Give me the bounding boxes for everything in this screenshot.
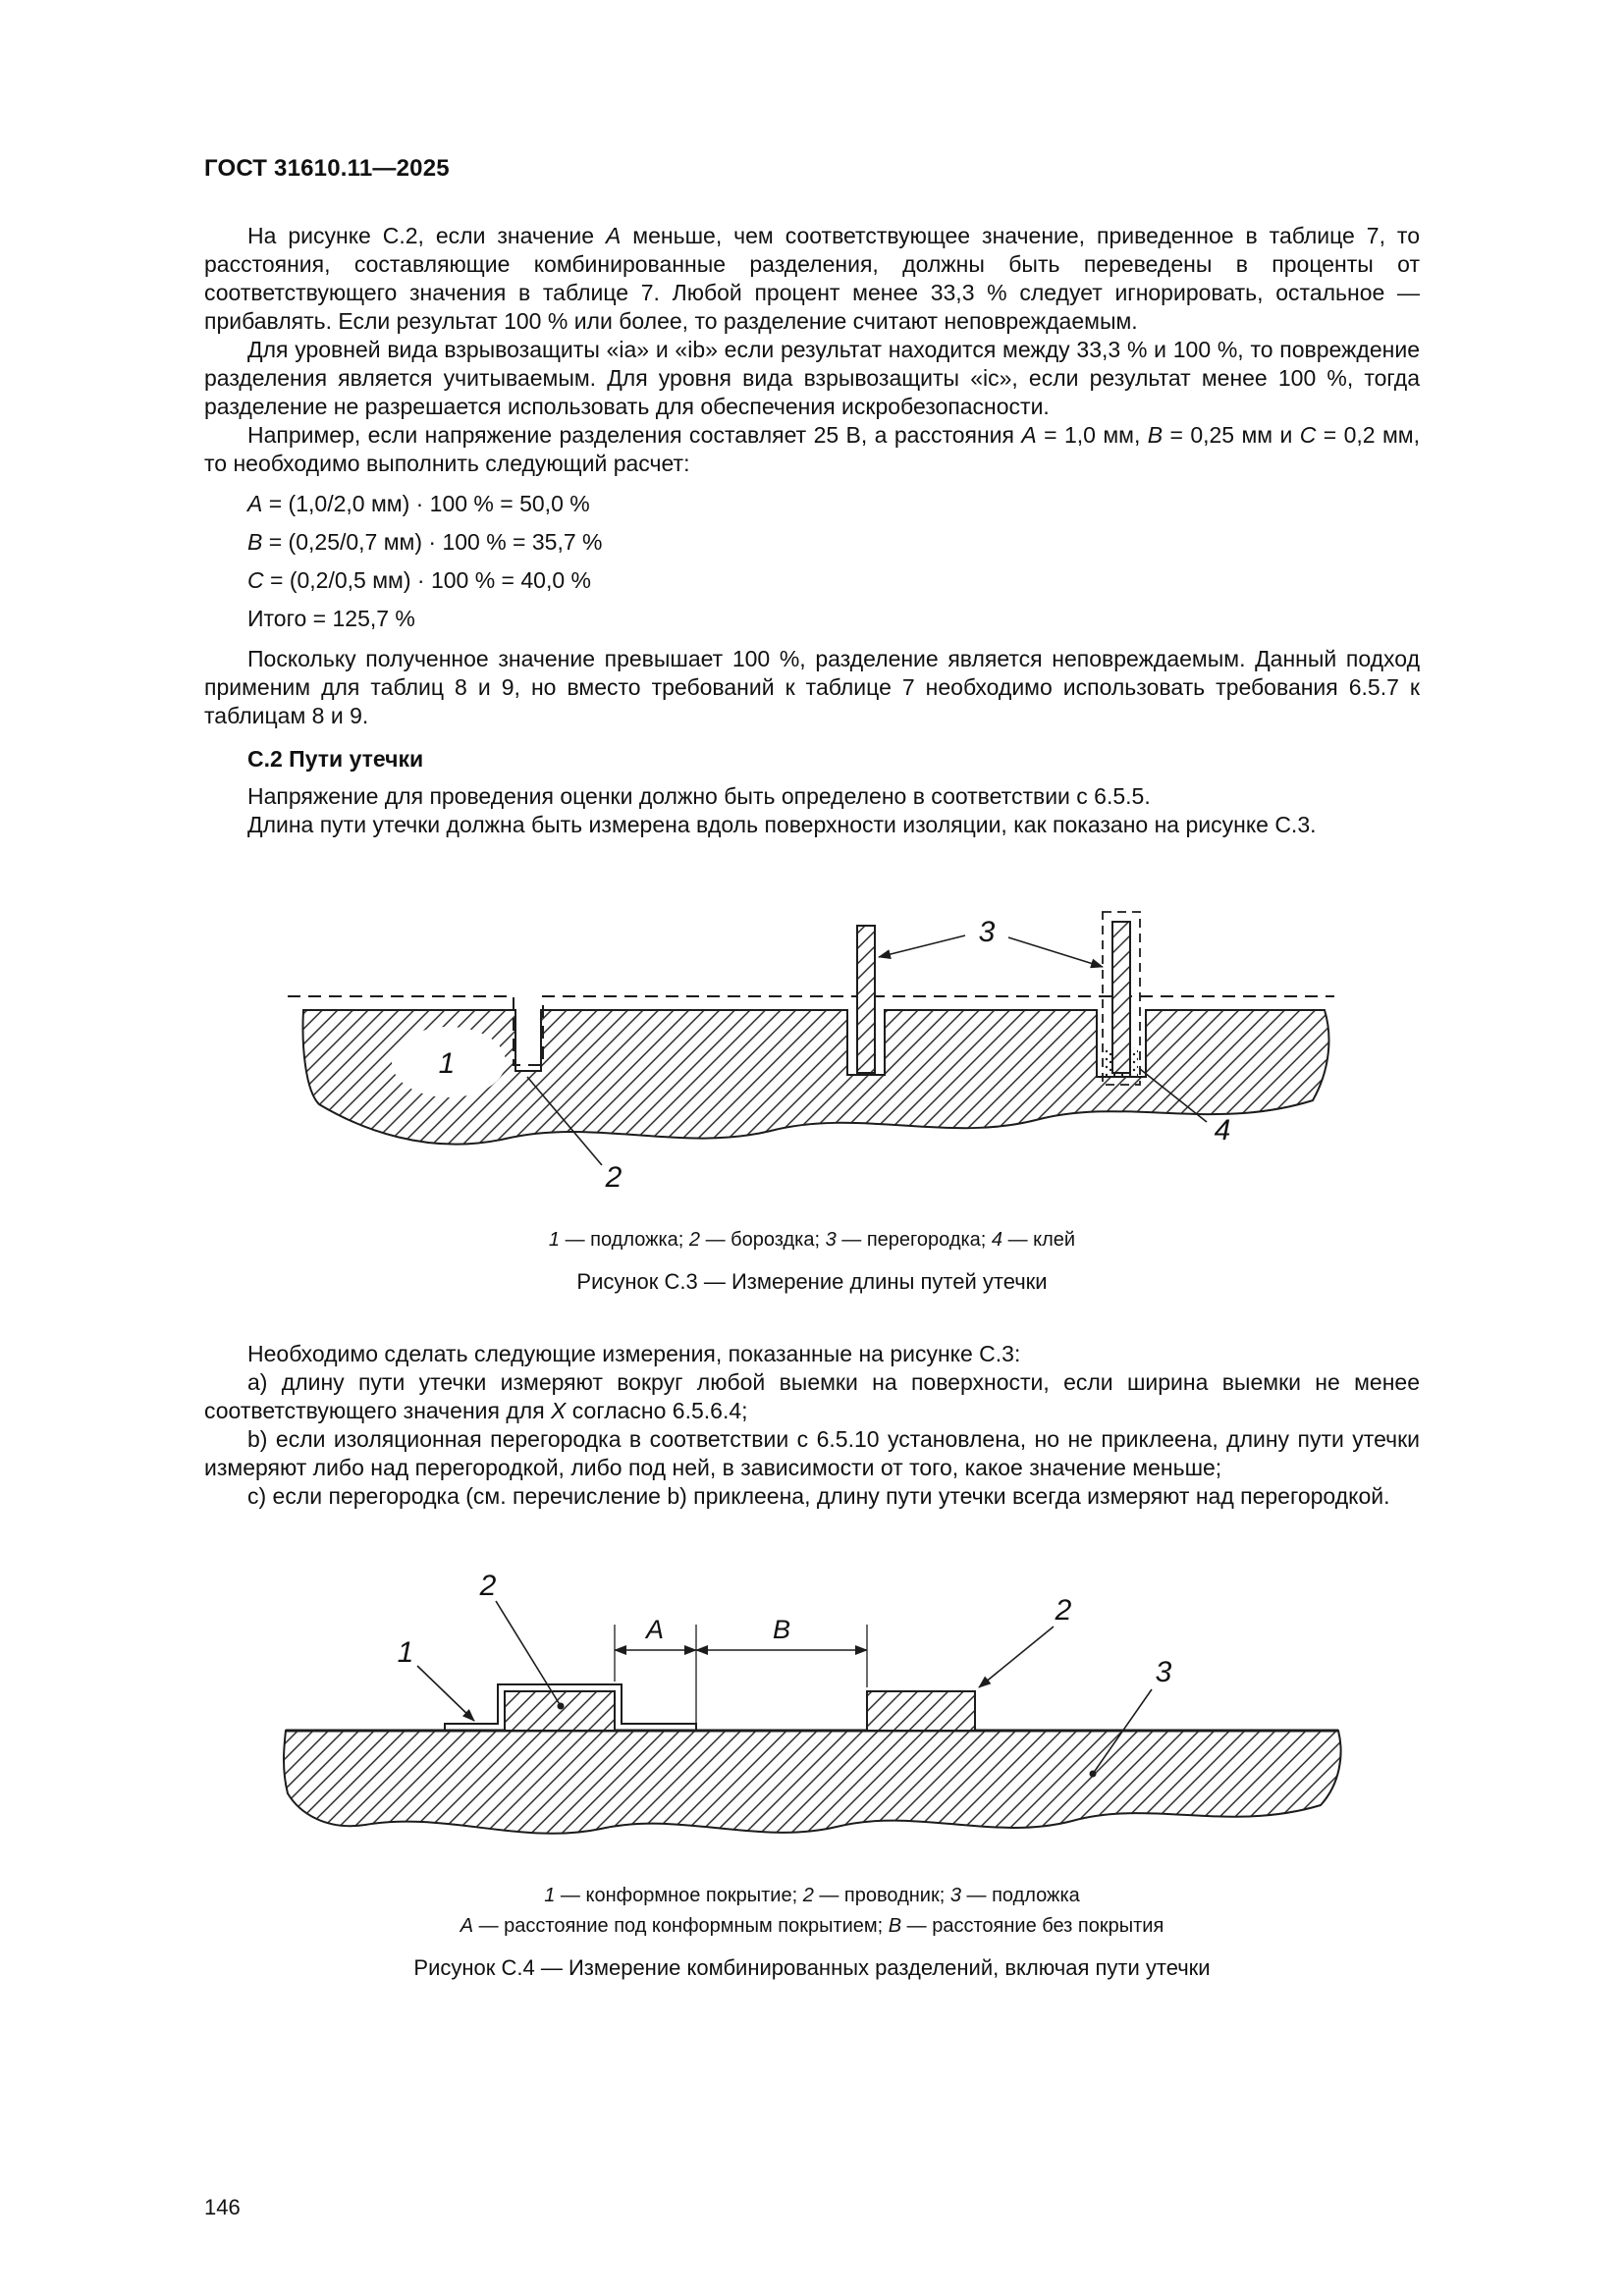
substrate-section — [283, 1730, 1342, 1835]
leader-dot-conductor — [557, 1702, 565, 1710]
figure-c3-labels: 1 2 3 4 — [439, 916, 1231, 1194]
leader-glue — [1139, 1068, 1208, 1123]
formula-line-total: Итого = 125,7 % — [247, 606, 415, 631]
label-substrate: 3 — [1156, 1656, 1172, 1688]
label-conductor-right: 2 — [1055, 1594, 1072, 1627]
document-header: ГОСТ 31610.11—2025 — [204, 155, 450, 182]
label-conductor-left: 2 — [479, 1570, 497, 1602]
para-example: Например, если напряжение разделения сос… — [204, 422, 1421, 476]
substrate-section — [301, 1009, 1330, 1146]
figure-c4: 1 2 2 3 A B 1 — конформное покрытие; 2 —… — [204, 1566, 1420, 1981]
page-number: 146 — [204, 2195, 241, 2219]
leader-partition-left — [878, 934, 966, 959]
figure-c4-caption: Рисунок С.4 — Измерение комбинированных … — [413, 1955, 1211, 1980]
conductor-left — [504, 1690, 616, 1732]
figure-c3-drawing: 1 2 3 4 — [288, 911, 1334, 1194]
label-glue: 4 — [1215, 1114, 1231, 1147]
label-dimension-b: B — [773, 1615, 790, 1644]
leader-groove — [526, 1076, 603, 1166]
substrate-label-area — [392, 1027, 506, 1097]
figure-c4-labels: 1 2 2 3 — [398, 1570, 1172, 1688]
leader-conductor-right — [978, 1626, 1055, 1688]
section-heading-c2: С.2 Пути утечки — [247, 746, 424, 772]
para-combined-separations: На рисунке С.2, если значение A меньше, … — [204, 223, 1420, 334]
para-creepage-length: Длина пути утечки должна быть измерена в… — [247, 812, 1317, 837]
leader-lines — [416, 1600, 1153, 1775]
conductor-right — [866, 1690, 976, 1732]
label-substrate: 1 — [439, 1047, 456, 1080]
formula-line-a: A = (1,0/2,0 мм) · 100 % = 50,0 % — [247, 491, 590, 516]
partition-right-dashed-outline — [1102, 911, 1141, 1086]
formula-line-b: B = (0,25/0,7 мм) · 100 % = 35,7 % — [247, 529, 603, 555]
figure-c4-legend-items: 1 — конформное покрытие; 2 — проводник; … — [544, 1885, 1080, 1906]
figure-c4-dimension-labels: A B — [644, 1615, 790, 1644]
list-item-a: a) длину пути утечки измеряют вокруг люб… — [204, 1369, 1420, 1423]
para-result: Поскольку полученное значение превышает … — [204, 646, 1420, 728]
partition-left — [856, 925, 876, 1074]
para-voltage: Напряжение для проведения оценки должно … — [247, 783, 1151, 809]
figure-c3-caption: Рисунок С.3 — Измерение длины путей утеч… — [576, 1269, 1048, 1294]
label-partition: 3 — [979, 916, 996, 948]
dimension-lines — [614, 1625, 868, 1723]
leader-substrate — [1092, 1688, 1153, 1775]
leader-dot-substrate — [1089, 1770, 1097, 1778]
para-protection-levels: Для уровней вида взрывозащиты «ia» и «ib… — [204, 337, 1420, 419]
list-item-b: b) если изоляционная перегородка в соотв… — [204, 1426, 1420, 1480]
figure-c3: 1 2 3 4 1 — подложка; 2 — бороздка; 3 — … — [204, 900, 1420, 1295]
leader-lines — [526, 934, 1208, 1166]
formula-line-c: C = (0,2/0,5 мм) · 100 % = 40,0 % — [247, 567, 591, 593]
label-dimension-a: A — [644, 1615, 664, 1644]
partition-right — [1111, 921, 1131, 1074]
label-coating: 1 — [398, 1636, 414, 1669]
conformal-coating-outline — [444, 1683, 697, 1731]
calculation-block: A = (1,0/2,0 мм) · 100 % = 50,0 % B = (0… — [247, 490, 1420, 633]
leakage-path-dashed-line — [288, 995, 1334, 1066]
figure-c4-drawing: 1 2 2 3 A B — [283, 1570, 1342, 1835]
list-item-c: c) если перегородка (см. перечисление b)… — [247, 1483, 1390, 1509]
leader-conductor-left — [495, 1600, 562, 1707]
leader-partition-right — [1007, 936, 1104, 969]
figure-c4-legend-dimensions: A — расстояние под конформным покрытием;… — [460, 1915, 1164, 1937]
figure-c3-legend: 1 — подложка; 2 — бороздка; 3 — перегоро… — [548, 1229, 1076, 1251]
document-content: На рисунке С.2, если значение A меньше, … — [204, 222, 1420, 1981]
label-groove: 2 — [605, 1161, 623, 1194]
para-measurements-intro: Необходимо сделать следующие измерения, … — [247, 1341, 1021, 1366]
leader-coating — [416, 1665, 475, 1722]
